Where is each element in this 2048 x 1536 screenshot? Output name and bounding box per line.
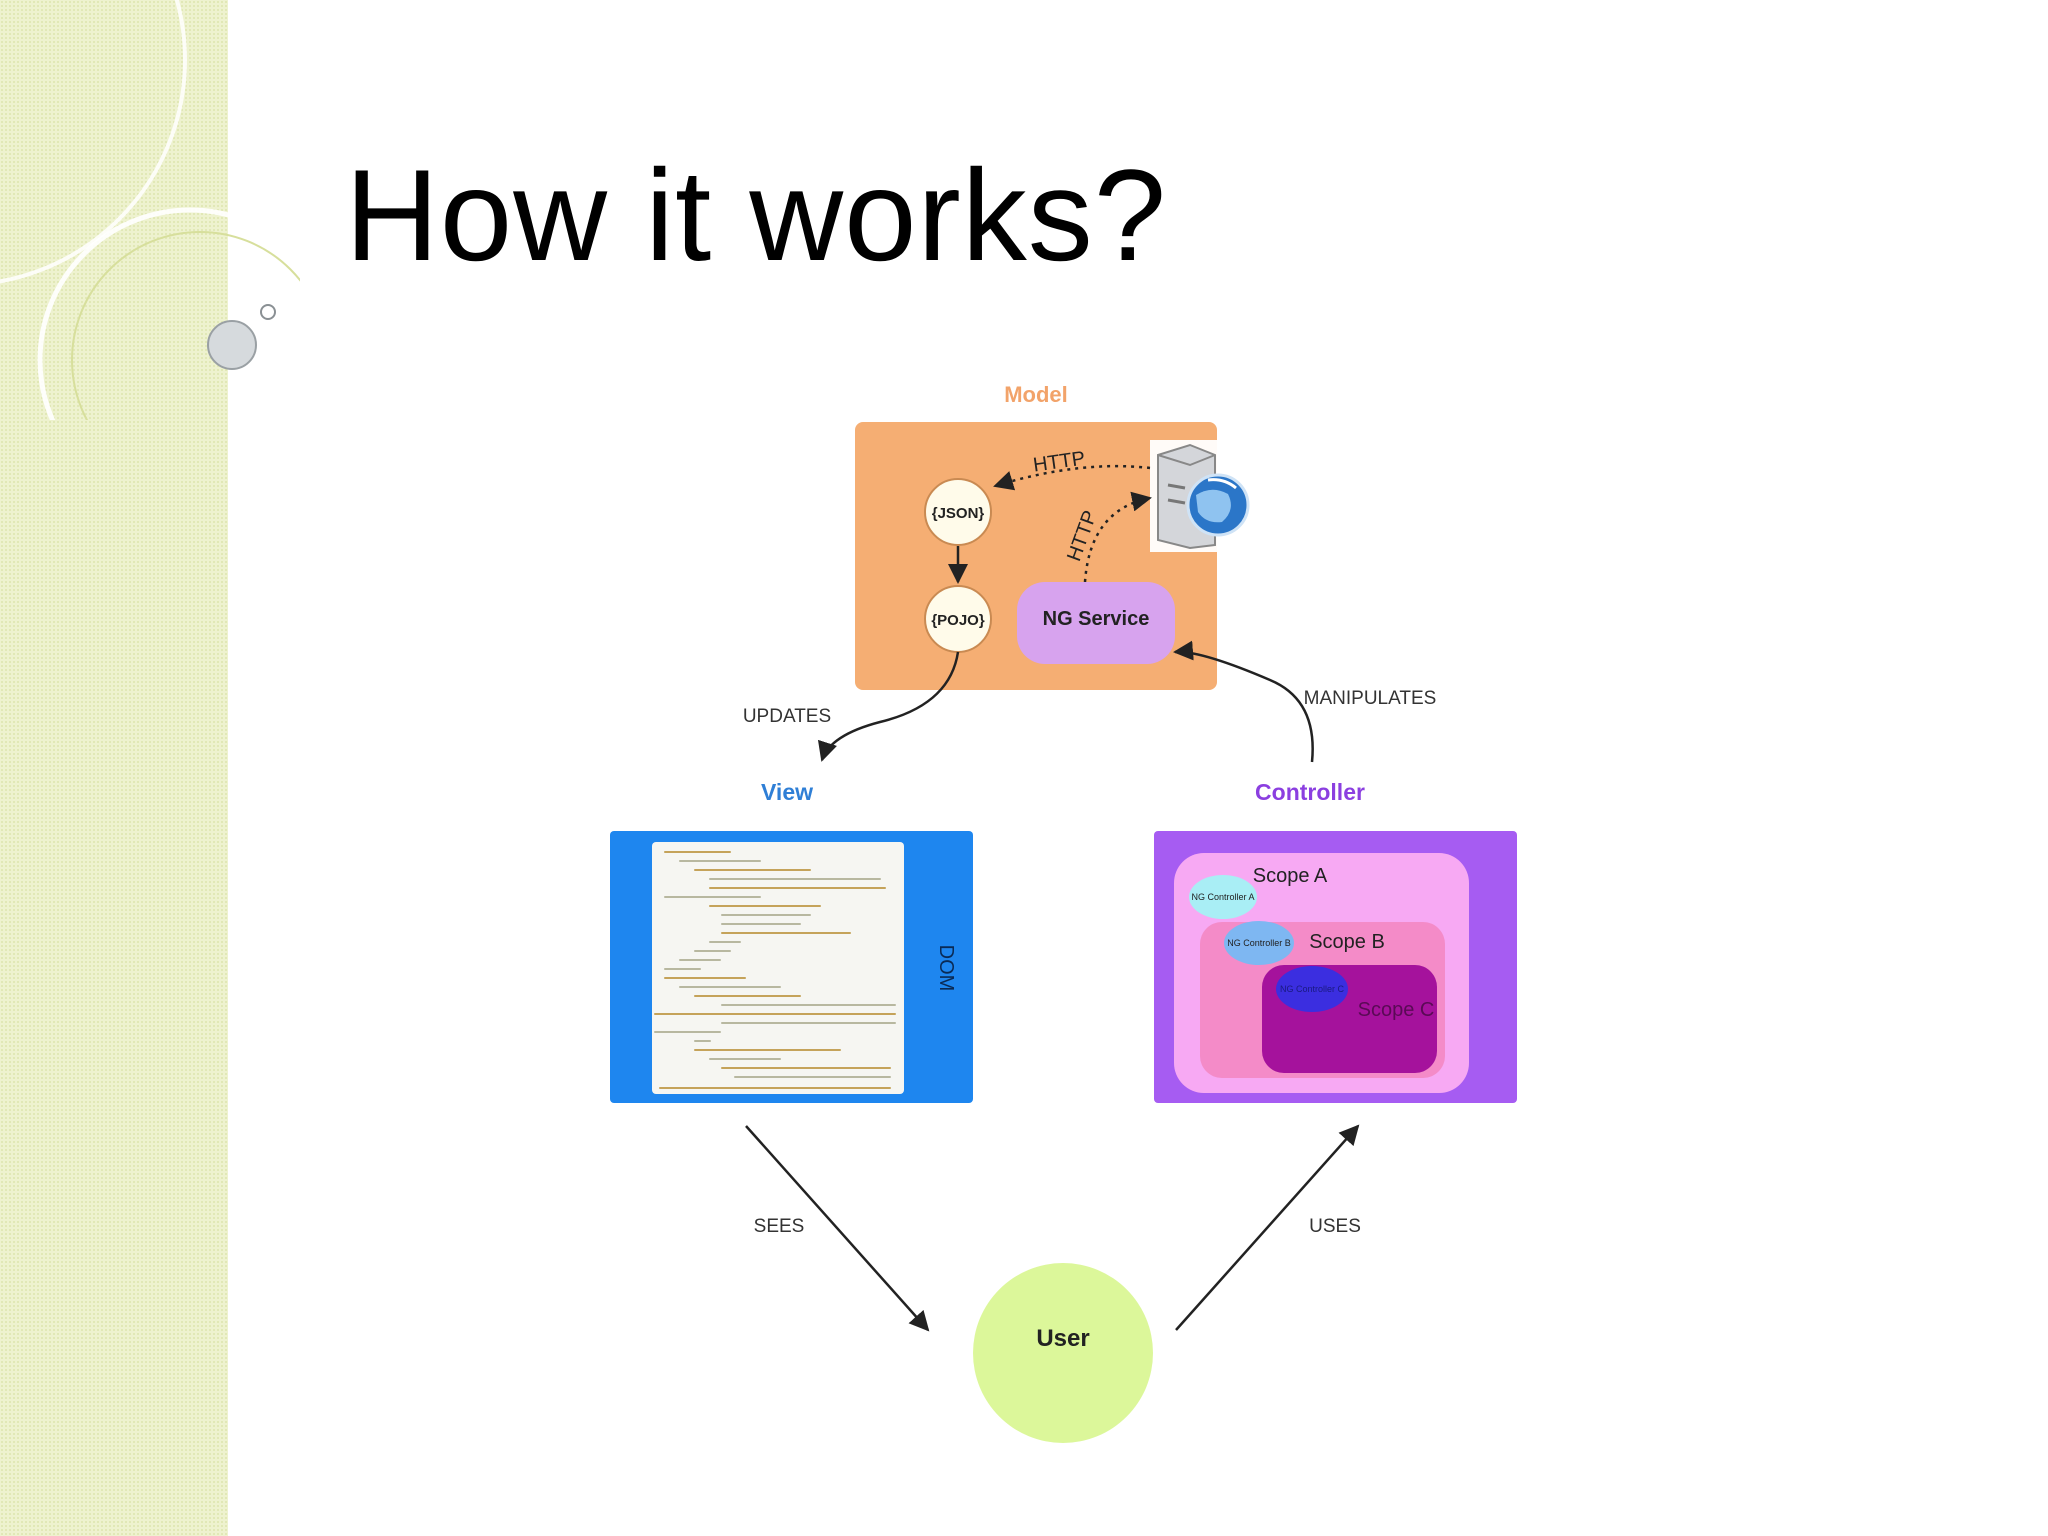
dom-label: DOM [935, 945, 957, 992]
view-label: View [761, 779, 813, 805]
scope-b-label: Scope B [1309, 931, 1385, 953]
ng-controller-b-node [1224, 921, 1294, 965]
json-label: {JSON} [932, 505, 985, 522]
ng-service-box [1017, 582, 1175, 664]
uses-arrow [1175, 1124, 1360, 1331]
ng-controller-a-label: NG Controller A [1191, 892, 1254, 902]
updates-label: UPDATES [743, 706, 831, 727]
user-node [973, 1263, 1153, 1443]
uses-label: USES [1309, 1216, 1361, 1237]
scope-a-label: Scope A [1253, 865, 1328, 887]
manipulates-label: MANIPULATES [1304, 688, 1437, 709]
ng-controller-c-label: NG Controller C [1280, 984, 1345, 994]
dom-code-lines [654, 851, 896, 1089]
ng-controller-c-node [1276, 966, 1348, 1012]
ng-controller-a-node [1189, 875, 1257, 919]
user-label: User [1036, 1325, 1089, 1352]
sees-arrow [745, 1125, 930, 1332]
slide-title: How it works? [345, 142, 1168, 288]
ng-controller-b-label: NG Controller B [1227, 938, 1291, 948]
pojo-label: {POJO} [931, 612, 985, 629]
model-label: Model [1004, 382, 1068, 407]
updates-arrow [817, 651, 960, 762]
json-node [924, 478, 992, 546]
ng-service-label: NG Service [1043, 608, 1150, 630]
scope-c-label: Scope C [1358, 999, 1435, 1021]
decorative-circles-icon [0, 0, 300, 420]
controller-label: Controller [1255, 779, 1365, 805]
http-top-arrow [993, 464, 1151, 491]
sees-label: SEES [754, 1216, 805, 1237]
manipulates-arrow [1173, 640, 1314, 763]
server-globe-icon [1150, 440, 1250, 552]
sidebar-decoration [0, 0, 300, 1536]
